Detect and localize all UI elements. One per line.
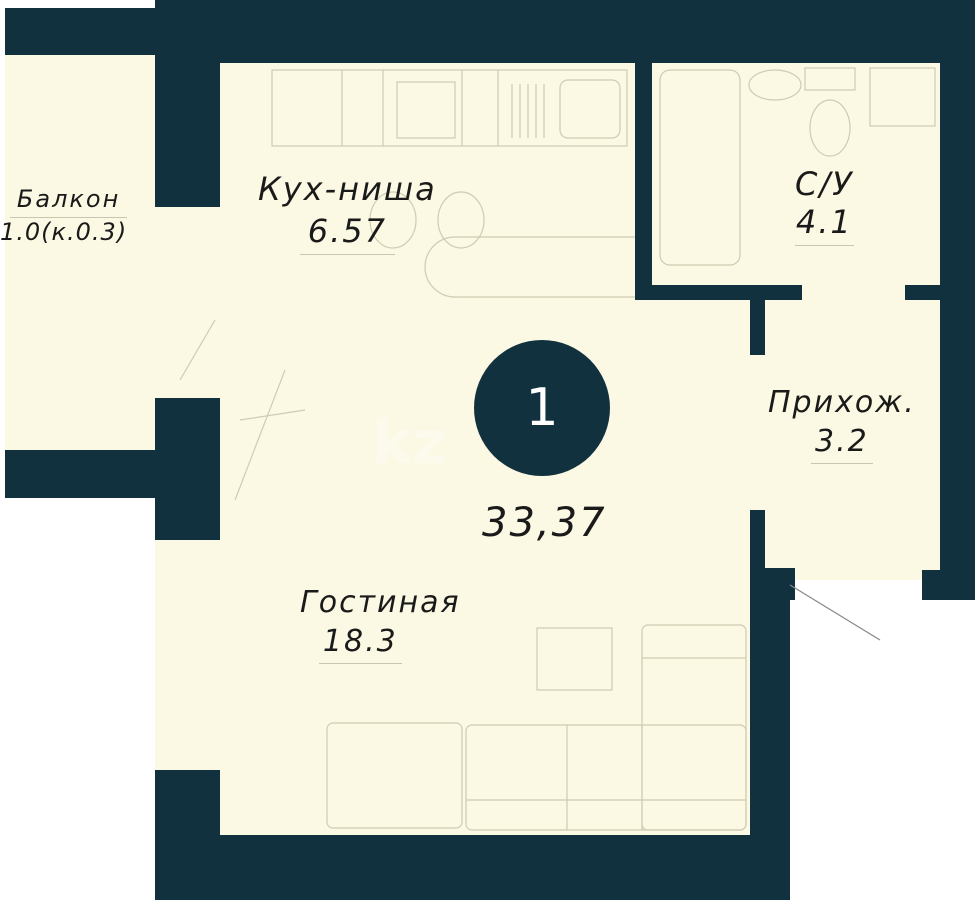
room-label-kitchen: Кух-ниша 6.57 — [258, 170, 437, 255]
table — [424, 236, 635, 298]
room-label-living: Гостиная 18.3 — [300, 585, 461, 664]
wall — [635, 63, 652, 300]
chair — [437, 191, 485, 249]
hallway-floor — [750, 285, 940, 580]
room-name: Гостиная — [300, 585, 461, 620]
rooms-count-badge: 1 — [474, 340, 610, 476]
floors — [5, 55, 940, 835]
stove — [396, 81, 456, 139]
bathroom-floor — [652, 63, 940, 285]
room-area: 1.0(к.0.3) — [0, 218, 128, 246]
washbasin — [748, 69, 802, 101]
window-2 — [155, 540, 220, 770]
room-area: 18.3 — [318, 620, 402, 664]
living-floor — [155, 300, 755, 835]
furniture — [179, 67, 936, 831]
balcony-floor — [5, 55, 155, 450]
room-area: 6.57 — [299, 208, 395, 255]
bathtub — [659, 69, 741, 266]
sink — [559, 79, 621, 139]
watermark: kz — [372, 408, 447, 478]
walls — [5, 0, 975, 900]
room-label-bathroom: С/У 4.1 — [795, 165, 854, 246]
rooms-count: 1 — [525, 378, 559, 438]
wall — [155, 835, 790, 900]
chair — [369, 191, 417, 249]
wall — [5, 8, 160, 55]
window-1 — [155, 207, 220, 302]
wall — [155, 770, 220, 900]
total-area: 33,37 — [482, 500, 607, 546]
coffee-table — [536, 627, 613, 691]
room-name: Кух-ниша — [258, 170, 437, 208]
wall — [155, 55, 220, 207]
room-name: Балкон — [10, 185, 128, 218]
wall — [750, 300, 765, 355]
room-label-balcony: Балкон 1.0(к.0.3) — [0, 185, 128, 246]
wall — [155, 398, 220, 540]
armchair — [326, 722, 463, 829]
room-name: С/У — [795, 165, 854, 203]
wall — [922, 570, 975, 600]
room-area: 3.2 — [811, 420, 873, 464]
wall — [5, 450, 155, 498]
kitchen-counter — [271, 69, 628, 147]
toilet — [809, 99, 851, 157]
kitchen-floor — [220, 63, 635, 303]
room-name: Прихож. — [768, 385, 916, 420]
wall — [155, 0, 975, 63]
room-area: 4.1 — [795, 203, 854, 246]
room-label-hallway: Прихож. 3.2 — [768, 385, 916, 464]
wall — [750, 510, 765, 575]
wall — [635, 285, 802, 300]
wall — [940, 0, 975, 600]
